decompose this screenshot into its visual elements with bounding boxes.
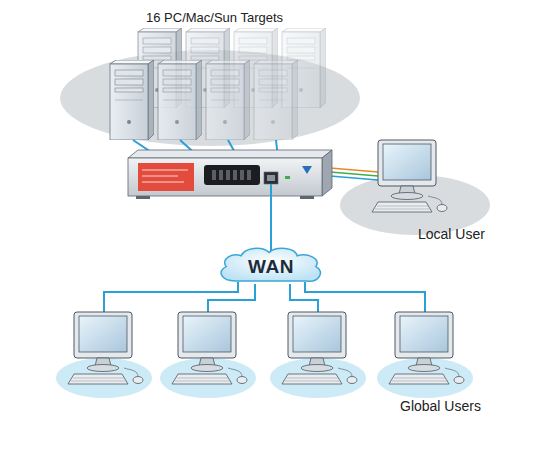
wan-cloud: WAN — [215, 244, 327, 286]
group-heading: 16 PC/Mac/Sun Targets — [146, 10, 283, 25]
user-label: Local User — [418, 226, 485, 242]
user-label: Global Users — [400, 398, 481, 414]
node-text: WAN — [248, 256, 294, 278]
